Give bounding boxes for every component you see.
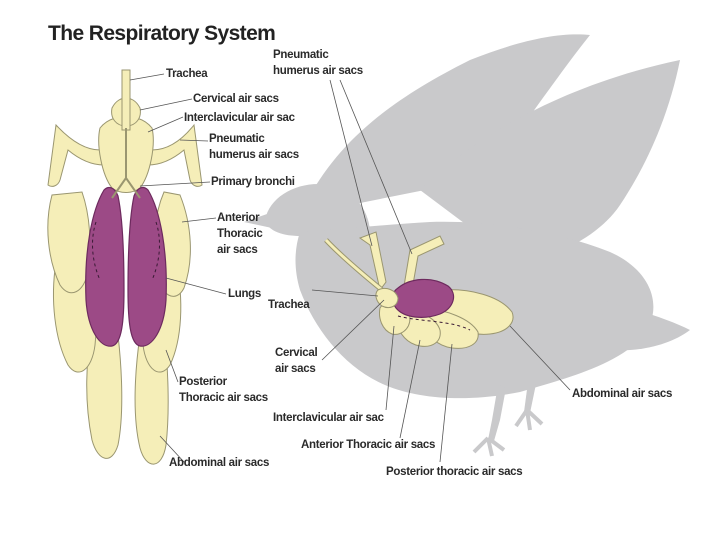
front-humerus-left: [47, 123, 105, 187]
label-side-cervical-air-sacs: Cervical air sacs: [275, 347, 318, 375]
front-primary-bronchi: [111, 128, 141, 199]
front-anterior-thoracic-air-sac-left: [47, 191, 91, 294]
side-view: [324, 231, 514, 349]
side-lung: [391, 278, 455, 318]
front-view: [47, 69, 203, 465]
side-leader-lines: [311, 79, 571, 463]
label-front-primary-bronchi: Primary bronchi: [211, 176, 295, 188]
label-front-pneumatic-humerus-air-sacs: Pneumatic humerus air sacs: [209, 133, 299, 161]
label-front-lungs: Lungs: [228, 288, 261, 300]
front-trachea: [121, 69, 131, 131]
label-front-cervical-air-sacs: Cervical air sacs: [193, 93, 279, 105]
side-humerus-left: [358, 231, 387, 292]
label-side-interclavicular-air-sac: Interclavicular air sac: [273, 412, 384, 424]
label-side-posterior-thoracic-air-sacs: Posterior thoracic air sacs: [386, 466, 523, 478]
diagram-title: The Respiratory System: [48, 22, 276, 45]
label-front-posterior-thoracic-air-sacs: Posterior Thoracic air sacs: [179, 376, 268, 404]
front-lung-right: [127, 186, 167, 347]
bird-silhouette: [244, 34, 690, 457]
label-side-anterior-thoracic-air-sacs: Anterior Thoracic air sacs: [301, 439, 436, 451]
label-front-interclavicular-air-sac: Interclavicular air sac: [184, 112, 295, 124]
label-side-abdominal-air-sacs: Abdominal air sacs: [572, 388, 673, 400]
front-lung-left: [85, 186, 125, 347]
label-side-pneumatic-humerus-air-sacs: Pneumatic humerus air sacs: [273, 49, 363, 77]
label-front-trachea: Trachea: [166, 68, 208, 80]
front-leader-lines: [129, 73, 227, 463]
front-abdominal-air-sac-left: [86, 329, 123, 459]
label-front-abdominal-air-sacs: Abdominal air sacs: [169, 457, 270, 469]
label-front-anterior-thoracic-air-sacs: Anterior Thoracic air sacs: [217, 212, 263, 256]
label-side-trachea: Trachea: [268, 299, 310, 311]
front-humerus-right: [147, 123, 203, 187]
